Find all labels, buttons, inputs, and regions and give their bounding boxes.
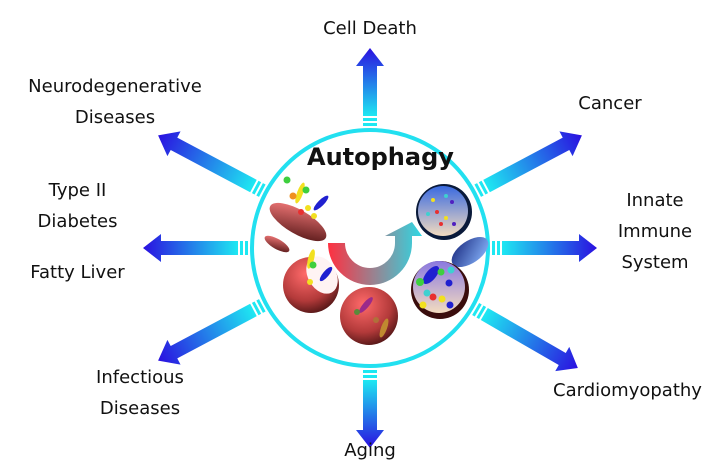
arrow-stripe bbox=[363, 370, 377, 373]
label-line: Neurodegenerative bbox=[28, 76, 202, 97]
arrow-stripe bbox=[497, 241, 500, 255]
outcome-label-cardiomyopathy: Cardiomyopathy bbox=[535, 375, 719, 406]
arrow-shaft bbox=[158, 131, 257, 193]
arrow-shaft bbox=[356, 48, 384, 116]
label-line: Innate bbox=[626, 190, 684, 211]
outcome-label-innate-immune-system: Innate Immune System bbox=[600, 185, 710, 278]
label-line: Diabetes bbox=[37, 211, 118, 232]
label-line: Aging bbox=[344, 440, 396, 461]
label-line: Cardiomyopathy bbox=[553, 380, 702, 401]
arrow-infectious-diseases bbox=[158, 299, 266, 365]
label-line: Diseases bbox=[99, 398, 181, 419]
outcome-label-neurodegenerative-diseases: Neurodegenerative Diseases bbox=[0, 71, 230, 133]
center-title: Autophagy bbox=[307, 143, 454, 171]
arrow-type-ii-diabetes-fatty-liver bbox=[143, 234, 248, 262]
arrow-cell-death bbox=[356, 48, 384, 126]
arrow-aging bbox=[356, 370, 384, 448]
label-line: Cancer bbox=[578, 93, 642, 114]
arrow-stripe bbox=[474, 183, 484, 197]
label-line: System bbox=[621, 252, 689, 273]
outcome-label-type-ii-diabetes-fatty-liver: Type II Diabetes Fatty Liver bbox=[15, 175, 140, 288]
arrow-cardiomyopathy bbox=[472, 302, 578, 372]
arrow-stripe bbox=[363, 375, 377, 378]
arrow-stripe bbox=[251, 301, 262, 316]
arrow-stripe bbox=[240, 241, 243, 255]
label-line: Immune bbox=[617, 221, 693, 242]
label-line: Type II bbox=[48, 180, 107, 201]
arrow-stripe bbox=[476, 305, 487, 320]
label-line: Cell Death bbox=[323, 18, 417, 39]
label-line: Diseases bbox=[74, 107, 156, 128]
arrow-shaft bbox=[356, 380, 384, 448]
arrow-stripe bbox=[492, 241, 495, 255]
outcome-label-aging: Aging bbox=[320, 435, 420, 466]
arrow-stripe bbox=[363, 123, 377, 126]
autophagy-cell-illustration bbox=[264, 176, 489, 345]
arrow-stripe bbox=[472, 302, 482, 317]
arrow-stripe bbox=[256, 183, 266, 197]
outcome-label-cell-death: Cell Death bbox=[300, 13, 440, 44]
arrow-neurodegenerative-diseases bbox=[158, 131, 266, 197]
arrow-shaft bbox=[502, 234, 597, 262]
arrow-shaft bbox=[480, 307, 578, 372]
arrow-stripe bbox=[256, 299, 266, 313]
arrows-group bbox=[143, 48, 597, 448]
arrow-shaft bbox=[158, 303, 257, 365]
arrow-stripe bbox=[478, 180, 489, 195]
arrow-stripe bbox=[363, 118, 377, 121]
label-line: Infectious bbox=[96, 367, 184, 388]
outcome-label-infectious-diseases: Infectious Diseases bbox=[70, 362, 210, 424]
arrow-shaft bbox=[483, 131, 582, 193]
arrow-stripe bbox=[251, 180, 262, 195]
label-line: Fatty Liver bbox=[30, 262, 125, 283]
outcome-label-cancer: Cancer bbox=[555, 88, 665, 119]
arrow-cancer bbox=[474, 131, 582, 197]
arrow-shaft bbox=[143, 234, 238, 262]
arrow-stripe bbox=[245, 241, 248, 255]
arrow-innate-immune-system bbox=[492, 234, 597, 262]
